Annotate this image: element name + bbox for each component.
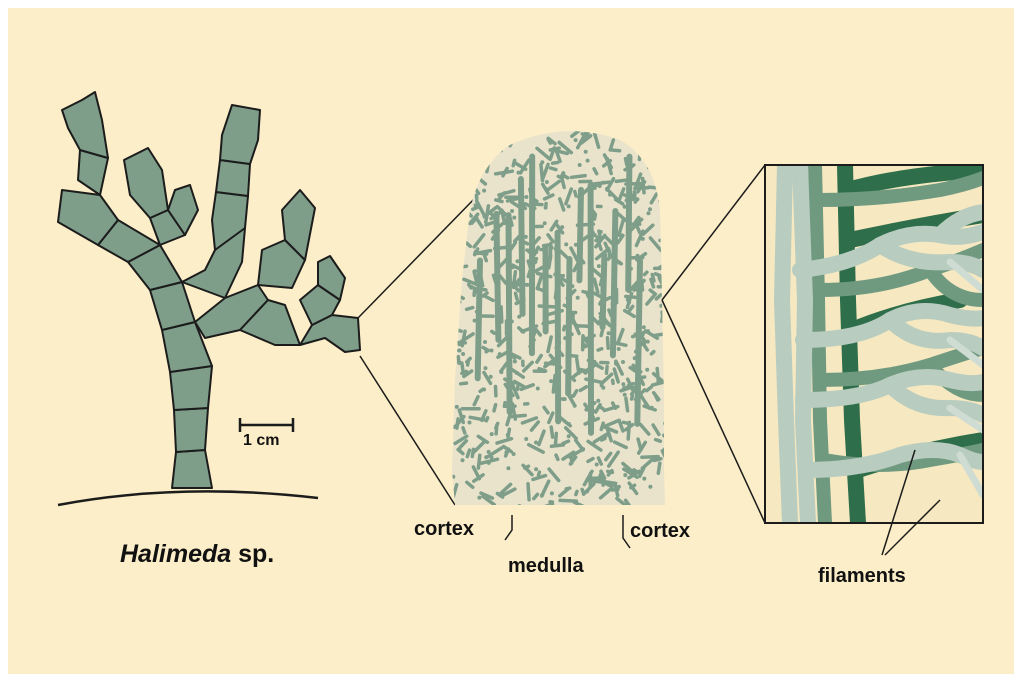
cortex-left-label: cortex xyxy=(414,518,474,541)
species-suffix: sp. xyxy=(231,540,274,568)
species-genus: Halimeda xyxy=(120,540,231,568)
medulla-label: medulla xyxy=(508,555,584,578)
scale-bar-label: 1 cm xyxy=(243,432,279,450)
species-title: Halimeda sp. xyxy=(120,540,274,569)
filaments-label: filaments xyxy=(818,565,906,588)
cortex-right-label: cortex xyxy=(630,520,690,543)
filament-closeup xyxy=(765,165,983,523)
